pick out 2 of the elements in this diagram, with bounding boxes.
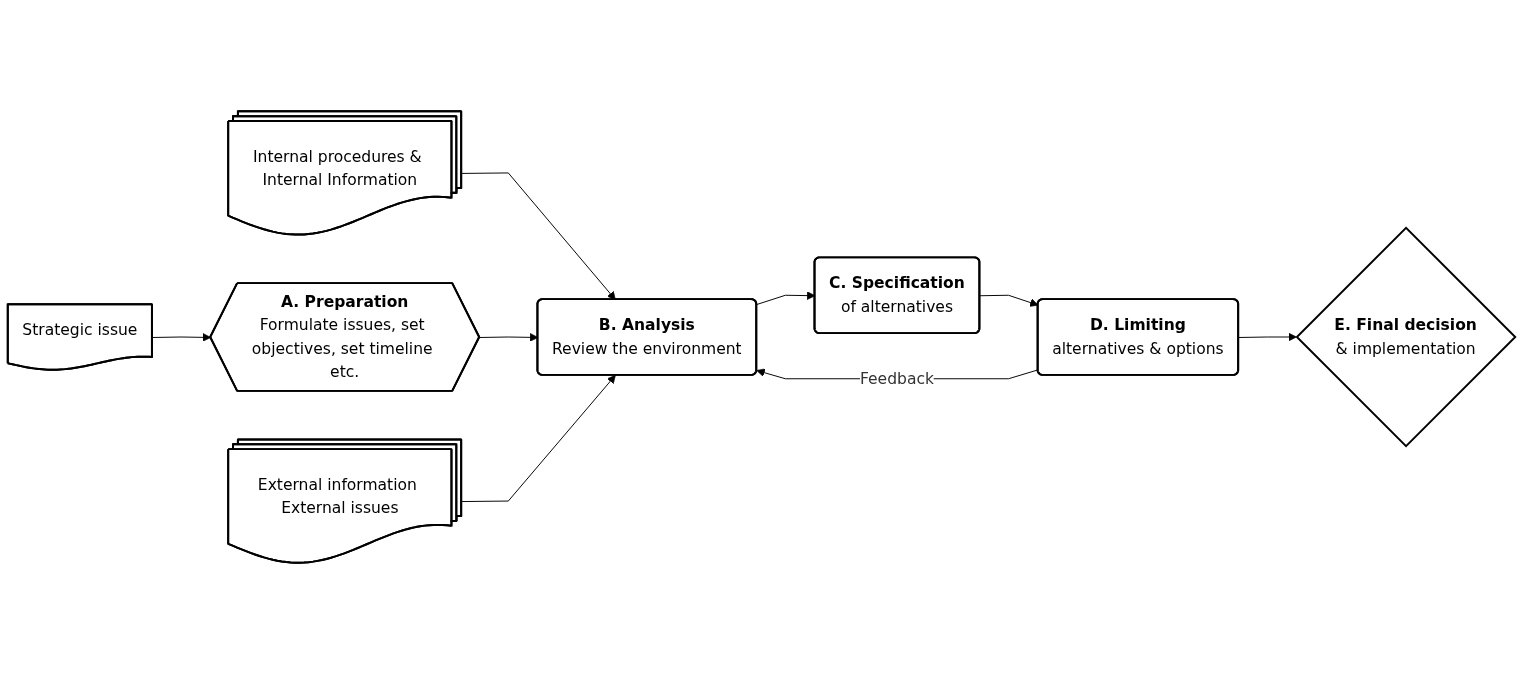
edge-label: Feedback xyxy=(859,369,934,388)
node-diamond: E. Final decision & implementation xyxy=(1295,226,1517,448)
